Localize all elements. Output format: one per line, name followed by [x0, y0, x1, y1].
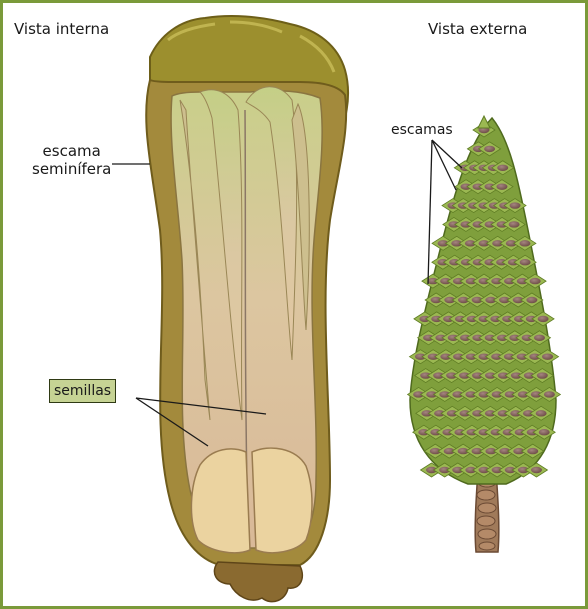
- label-scales: escamas: [391, 121, 453, 139]
- cone-scale-umbo: [539, 429, 550, 435]
- cone-scale-umbo: [484, 146, 495, 152]
- cone-scale-umbo: [510, 202, 521, 208]
- cone-scale-umbo: [531, 467, 542, 473]
- seed-left: [191, 449, 250, 553]
- cone-scale-umbo: [538, 316, 549, 322]
- cone-scale-umbo: [537, 372, 548, 378]
- cone-scale-umbo: [497, 165, 508, 171]
- cone-scale-umbo: [509, 221, 520, 227]
- label-escama-line1: escama: [32, 142, 111, 160]
- cone-scale-umbo: [520, 259, 531, 265]
- cone-scale-umbo: [519, 240, 530, 246]
- cone-scale-umbo: [527, 448, 538, 454]
- label-seminiferous-scale: escama seminífera: [32, 142, 111, 178]
- seminiferous-scale: [146, 16, 348, 602]
- cone-scale-umbo: [542, 353, 553, 359]
- scale-base: [214, 562, 302, 602]
- seed-right: [252, 448, 312, 553]
- cone-scale-umbo: [526, 297, 537, 303]
- cone-scale-umbo: [536, 410, 547, 416]
- title-internal-view: Vista interna: [14, 20, 109, 38]
- cone-scale-umbo: [534, 335, 545, 341]
- title-external-view: Vista externa: [428, 20, 527, 38]
- cone-scale-umbo: [496, 183, 507, 189]
- cone-scale-umbo: [544, 391, 555, 397]
- label-escama-line2: seminífera: [32, 160, 111, 178]
- label-seeds: semillas: [49, 379, 116, 403]
- cone-scale-umbo: [530, 278, 541, 284]
